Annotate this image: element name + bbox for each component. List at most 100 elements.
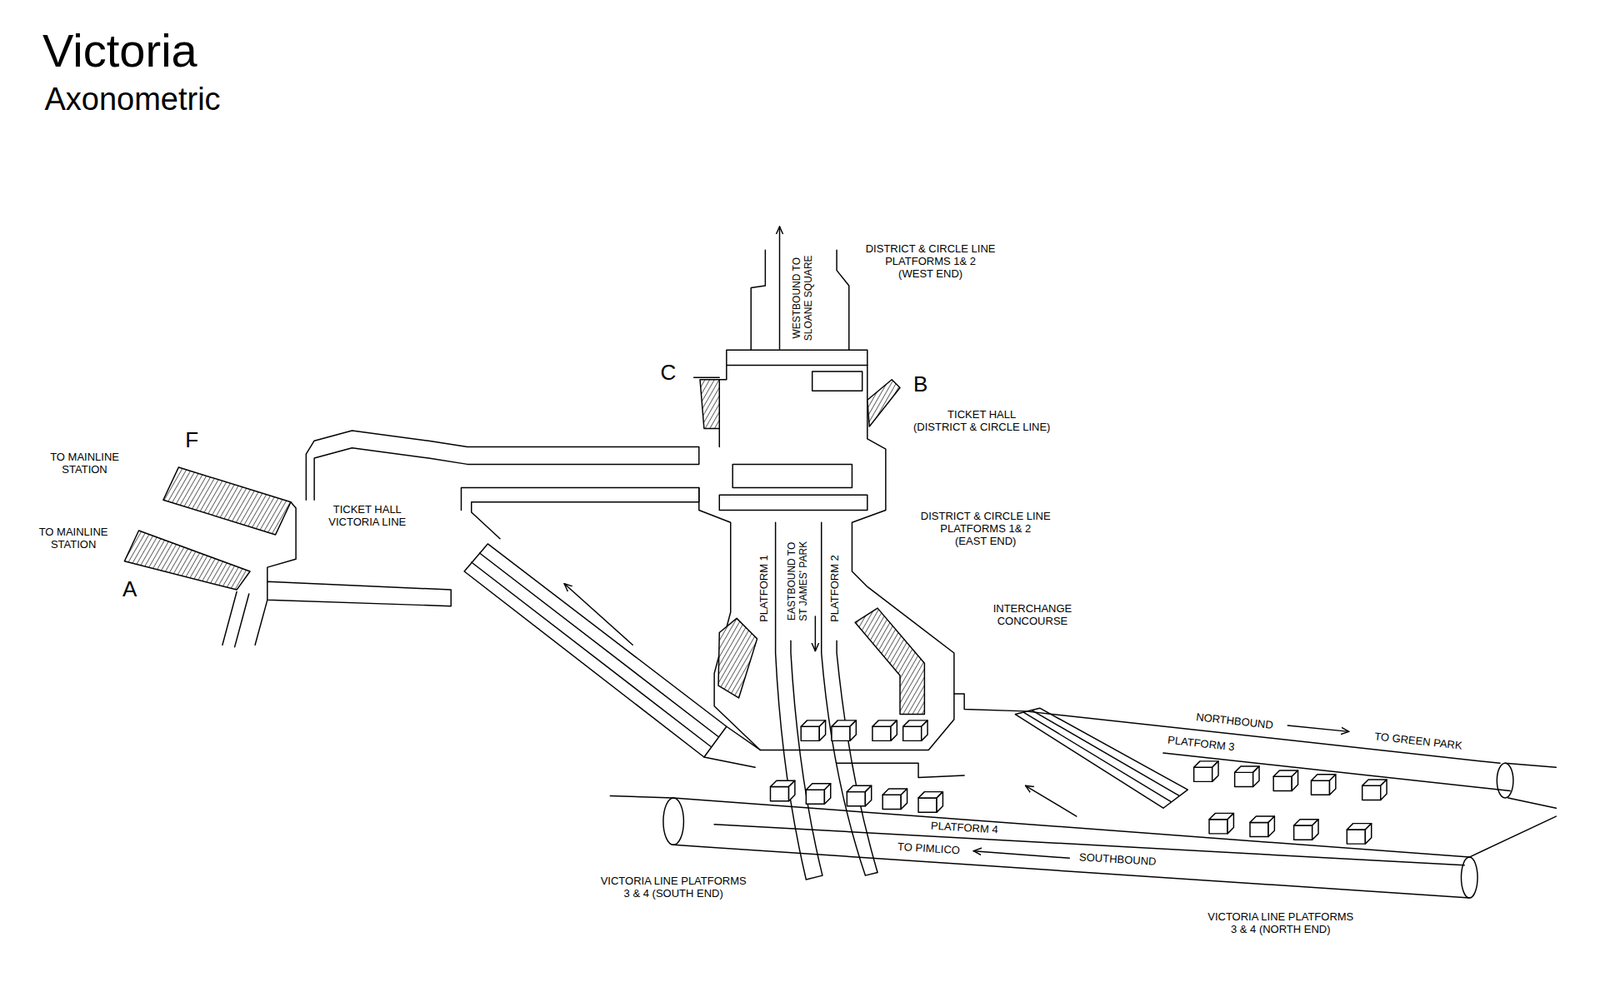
label-line: (WEST END): [865, 268, 996, 281]
pillar: [1294, 820, 1319, 841]
area-label: TICKET HALL (DISTRICT & CIRCLE LINE): [911, 408, 1052, 435]
label-line: CONCOURSE: [993, 615, 1073, 629]
destination-label: TO MAINLINE STATION: [48, 450, 121, 478]
direction-arrow: [815, 616, 816, 652]
staircase: [124, 530, 250, 590]
area-label: INTERCHANGE CONCOURSE: [991, 602, 1075, 630]
entrance-letter: B: [911, 371, 930, 399]
ticket-hall-wall: [267, 581, 451, 606]
page-title: Victoria: [42, 25, 198, 77]
label-line: (DISTRICT & CIRCLE LINE): [913, 421, 1050, 435]
staircase: [867, 380, 900, 427]
area-label: VICTORIA LINE PLATFORMS 3 & 4 (SOUTH END…: [599, 875, 749, 902]
label-line: B: [913, 372, 928, 398]
pillar: [1362, 780, 1387, 801]
ticket-hall-wall: [460, 488, 699, 540]
track-platform-2: [821, 522, 878, 876]
label-line: PLATFORMS 1& 2: [865, 255, 996, 269]
label-line: DISTRICT & CIRCLE LINE: [865, 243, 996, 256]
label-line: VICTORIA LINE: [328, 516, 406, 530]
pillar: [1273, 770, 1298, 792]
label-line: PLATFORM 2: [829, 555, 842, 623]
tunnel-wall: [673, 845, 1470, 899]
ticket-office-block: [812, 371, 863, 391]
direction-label: NORTHBOUND: [1193, 710, 1275, 733]
direction-label: SOUTHBOUND: [1076, 850, 1158, 870]
entrance-line: [694, 377, 720, 379]
label-line: SLOANE SQUARE: [803, 255, 815, 341]
subtitle: Axonometric: [42, 80, 222, 120]
label-line: VICTORIA LINE PLATFORMS: [1207, 911, 1354, 925]
label-line: DISTRICT & CIRCLE LINE: [920, 510, 1051, 524]
pillar: [1235, 766, 1260, 788]
tunnel-mouth: [1460, 857, 1478, 899]
label-line: 3 & 4 (SOUTH END): [600, 888, 747, 901]
pillar: [805, 784, 830, 805]
tunnel-wall: [610, 796, 1470, 859]
pillar: [1346, 824, 1371, 845]
label-line: NORTHBOUND: [1195, 711, 1275, 733]
concourse-edge: [704, 726, 760, 768]
pillar: [918, 792, 943, 814]
label-line: ST JAMES' PARK: [797, 541, 810, 622]
label-line: EASTBOUND TO: [786, 541, 799, 622]
pillar: [1310, 775, 1335, 796]
pillar: [800, 720, 825, 742]
entrance-letter: A: [120, 576, 139, 604]
staircase: [700, 380, 720, 430]
tunnel-wall: [954, 694, 1500, 764]
label-line: TO GREEN PARK: [1374, 730, 1464, 753]
platform-label: PLATFORM 1: [757, 553, 772, 625]
label-line: (EAST END): [920, 535, 1051, 549]
direction-arrow: [779, 226, 780, 350]
direction-label: TO GREEN PARK: [1371, 730, 1465, 755]
label-line: TO MAINLINE: [50, 451, 120, 465]
barrier-block: [732, 464, 852, 488]
area-label: DISTRICT & CIRCLE LINE PLATFORMS 1& 2 (W…: [864, 242, 998, 282]
label-line: STATION: [39, 539, 109, 552]
concourse-edge: [836, 763, 965, 778]
label-line: VICTORIA LINE PLATFORMS: [600, 875, 747, 889]
pillar: [903, 720, 928, 742]
platform-west-end: [750, 250, 850, 350]
platform-label: PLATFORM 2: [828, 553, 843, 625]
label-line: Axonometric: [44, 81, 220, 119]
subway-passage: [222, 592, 268, 648]
pillar: [1250, 816, 1275, 838]
destination-label: TO MAINLINE STATION: [37, 525, 110, 553]
direction-arrow: [1025, 785, 1077, 817]
platform-label: PLATFORM 4: [928, 820, 1000, 839]
entrance-letter: C: [659, 360, 679, 387]
pillar: [1194, 761, 1219, 783]
label-line: INTERCHANGE: [993, 603, 1073, 616]
tunnel-mouth: [1496, 763, 1514, 799]
direction-label: TO PIMLICO: [895, 840, 962, 859]
label-line: F: [185, 428, 199, 454]
area-label: VICTORIA LINE PLATFORMS 3 & 4 (NORTH END…: [1205, 910, 1355, 938]
ticket-hall-wall: [305, 430, 699, 500]
label-line: TICKET HALL: [328, 504, 406, 517]
entrance-letter: F: [183, 427, 200, 455]
direction-arrow: [1287, 725, 1349, 732]
area-label: TICKET HALL VICTORIA LINE: [326, 503, 408, 530]
staircase: [718, 618, 758, 699]
label-line: TO MAINLINE: [39, 526, 109, 540]
label-line: A: [122, 577, 137, 603]
ticket-hall-wall: [719, 365, 727, 448]
staircase: [163, 467, 291, 535]
track-platform-1: [775, 522, 823, 880]
label-line: 3 & 4 (NORTH END): [1207, 924, 1354, 937]
pillar: [882, 789, 907, 810]
label-line: PLATFORM 3: [1166, 734, 1235, 755]
pillar: [872, 720, 897, 742]
label-line: SOUTHBOUND: [1078, 851, 1156, 870]
label-line: C: [660, 360, 677, 386]
label-line: WESTBOUND TO: [791, 255, 804, 341]
escalator: [464, 544, 727, 758]
barrier-block: [719, 495, 868, 510]
tunnel-mouth: [663, 798, 684, 845]
pillar: [846, 785, 871, 807]
